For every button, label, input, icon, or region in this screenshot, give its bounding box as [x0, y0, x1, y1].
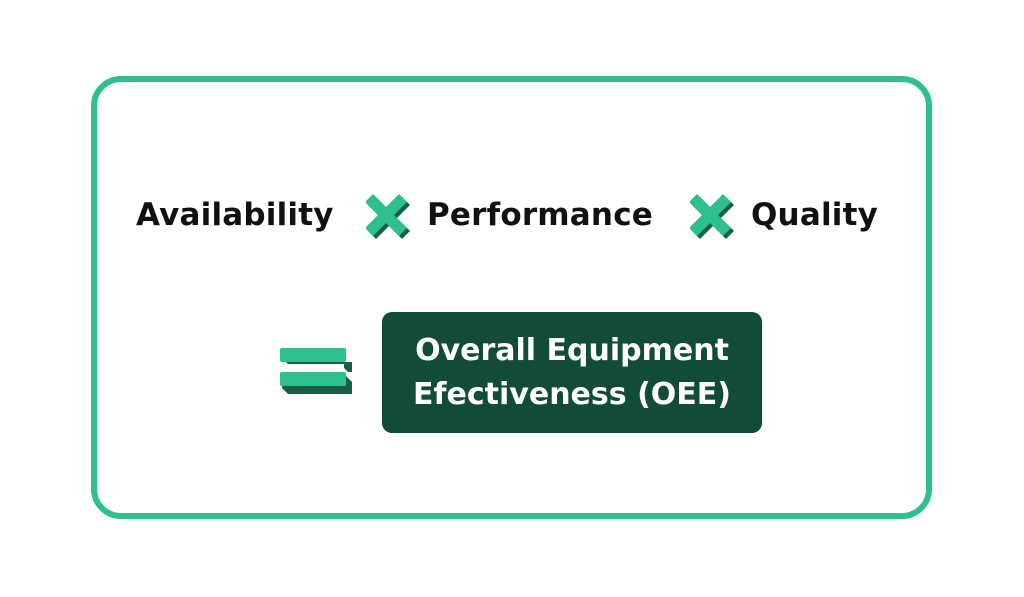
term-quality: Quality — [751, 197, 879, 233]
multiply-x-icon — [690, 194, 734, 239]
oee-result-box: Overall Equipment Efectiveness (OEE) — [382, 312, 762, 433]
term-availability: Availability — [136, 197, 334, 233]
oee-formula: Availability Performance Quality — [0, 191, 1024, 241]
result-line-2: Efectiveness (OEE) — [413, 376, 731, 412]
multiply-x-icon — [366, 194, 410, 239]
equals-icon — [280, 348, 352, 394]
diagram-frame — [91, 76, 932, 519]
result-line-1: Overall Equipment — [415, 332, 729, 368]
term-performance: Performance — [427, 197, 653, 233]
